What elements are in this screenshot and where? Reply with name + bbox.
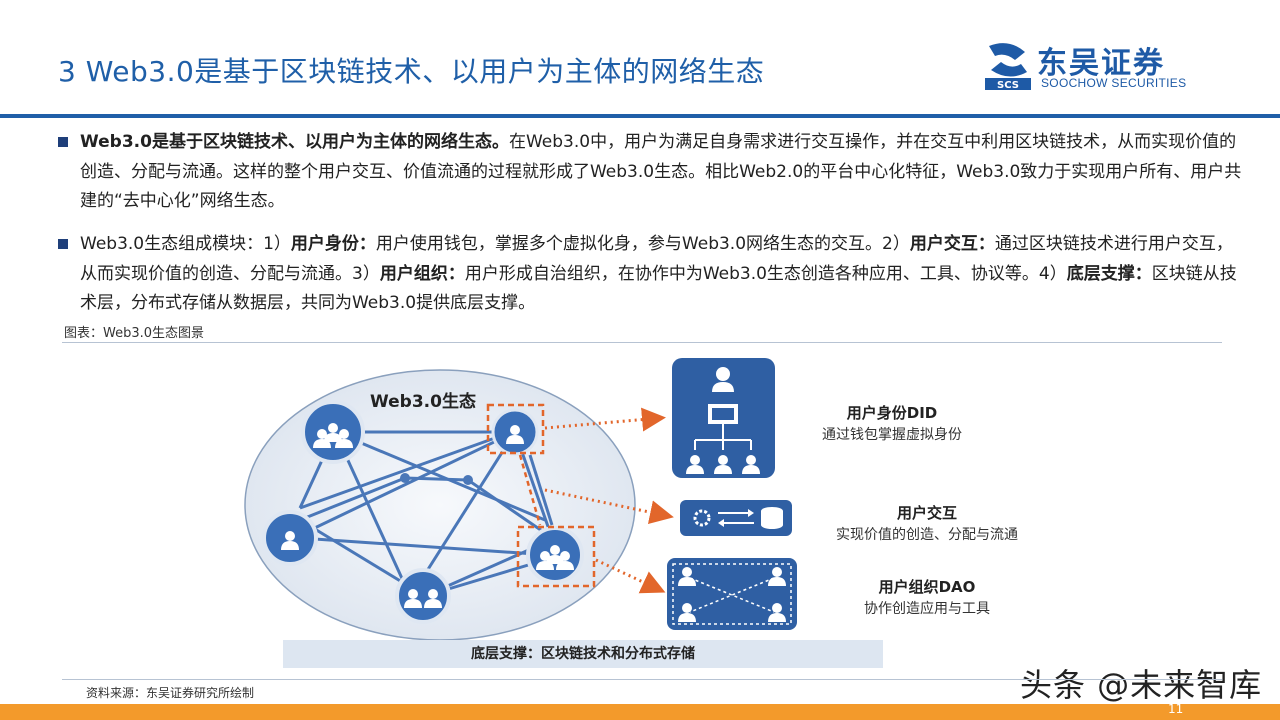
user-identity-node: [491, 408, 539, 456]
highlight-link-interaction: [518, 454, 542, 526]
item-title-interaction: 用户交互: [896, 504, 957, 522]
header-divider: [0, 114, 1280, 118]
arrow-to-identity: [544, 407, 666, 432]
figure-caption: 图表：Web3.0生态图景: [64, 326, 205, 341]
bullet-text: Web3.0生态组成模块：1）: [80, 234, 291, 254]
bullet-paragraph-2: Web3.0生态组成模块：1）用户身份：用户使用钱包，掌握多个虚拟化身，参与We…: [58, 230, 1248, 319]
caption-divider: [62, 342, 1222, 343]
source-divider: [62, 679, 1222, 680]
item-subtitle-interaction: 实现价值的创造、分配与流通: [836, 527, 1018, 543]
user-organization-node: [526, 526, 584, 584]
bullet-text: 区块链从技术层，分布式存储从数据层，共同为Web3.0提供底层支撑。: [80, 263, 1237, 314]
bullet-bold-text: 用户身份：: [290, 234, 376, 254]
page-number: 11: [1168, 702, 1184, 716]
highlight-box-identity: [486, 403, 545, 455]
user-group-node-top-left: [301, 400, 365, 464]
logo-mark-icon: SCS: [985, 43, 1031, 91]
foundation-bar: 底层支撑：区块链技术和分布式存储: [283, 640, 883, 668]
logo-mark-text: SCS: [997, 80, 1019, 91]
bullet-text: 用户使用钱包，掌握多个虚拟化身，参与Web3.0网络生态的交互。2）: [375, 234, 910, 254]
bullet-paragraph-1: Web3.0是基于区块链技术、以用户为主体的网络生态。在Web3.0中，用户为满…: [58, 128, 1248, 217]
bullet-bold-text: 用户组织：: [379, 263, 465, 284]
user-group-node-bottom: [395, 568, 451, 624]
user-group-node-left: [262, 510, 318, 566]
page-title: 3 Web3.0是基于区块链技术、以用户为主体的网络生态: [58, 55, 765, 88]
item-title-identity: 用户身份DID: [846, 404, 938, 422]
source-note: 资料来源：东吴证券研究所绘制: [86, 686, 255, 700]
bullet-square-icon: [58, 239, 68, 249]
company-logo: SCS 东吴证券 SOOCHOW SECURITIES: [985, 40, 1215, 96]
bullet-square-icon: [58, 137, 68, 147]
bullet-bold-text: Web3.0是基于区块链技术、以用户为主体的网络生态。: [80, 132, 509, 152]
highlight-box-organization: [516, 525, 596, 588]
identity-hierarchy-icon: [672, 358, 775, 478]
bullet-text: 用户形成自治组织，在协作中为Web3.0生态创造各种应用、工具、协议等。4）: [464, 263, 1067, 284]
interaction-exchange-icon: [680, 500, 792, 536]
bullet-bold-text: 底层支撑：: [1066, 263, 1152, 284]
item-subtitle-organization: 协作创造应用与工具: [864, 601, 990, 617]
bullet-bold-text: 用户交互：: [909, 234, 995, 254]
item-title-organization: 用户组织DAO: [878, 578, 976, 596]
watermark-text: 头条 @未来智库: [1020, 666, 1263, 704]
footer-bar: [0, 704, 1280, 720]
logo-english-name: SOOCHOW SECURITIES: [1041, 76, 1187, 90]
organization-network-icon: [667, 558, 797, 630]
ecosystem-label: Web3.0生态: [370, 391, 476, 412]
logo-chinese-name: 东吴证券: [1037, 46, 1165, 81]
item-subtitle-identity: 通过钱包掌握虚拟身份: [822, 427, 962, 443]
bullet-text: 通过区块链技术进行用户交互，从而实现价值的创造、分配与流通。3）: [80, 234, 1233, 284]
bullet-text: 在Web3.0中，用户为满足自身需求进行交互操作，并在交互中利用区块链技术，从而…: [80, 132, 1242, 211]
